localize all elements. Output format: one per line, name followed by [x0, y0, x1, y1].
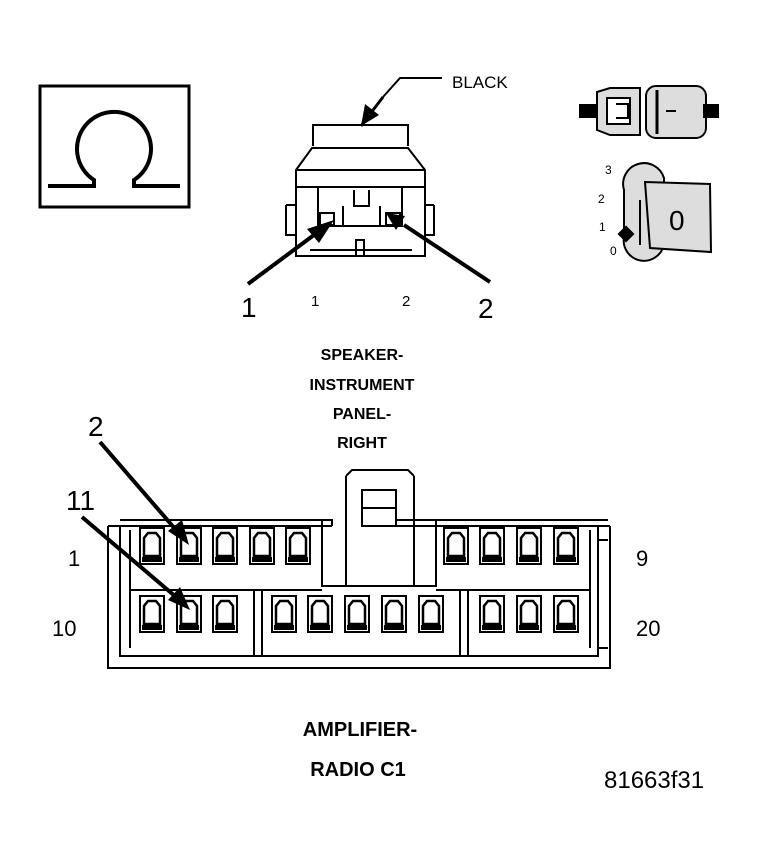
pin-cavity	[443, 527, 469, 565]
pin-cavity	[479, 527, 505, 565]
callout-pin-2: 2	[478, 293, 494, 324]
row-start-label-10: 10	[52, 616, 76, 641]
pin-cavity	[307, 595, 333, 633]
pin-cavity	[479, 595, 505, 633]
row-end-label-9: 9	[636, 546, 648, 571]
speaker-title-line-4: RIGHT	[337, 435, 387, 452]
speaker-pin-callouts	[246, 213, 492, 286]
ignition-position-3: 3	[605, 163, 612, 177]
key-label: 0	[669, 205, 685, 236]
speaker-title-line-3: PANEL-	[333, 406, 391, 423]
connector-side-view-icon	[579, 85, 719, 139]
speaker-title-line-2: INSTRUMENT	[310, 377, 415, 394]
figure-id: 81663f31	[604, 767, 704, 794]
pin-cavity	[516, 595, 542, 633]
amplifier-connector	[107, 469, 611, 669]
amplifier-pin-callouts	[80, 440, 190, 610]
speaker-connector	[285, 124, 435, 257]
amplifier-pin-cavities	[139, 527, 579, 633]
color-label: BLACK	[452, 73, 508, 92]
ignition-switch-icon	[617, 162, 713, 262]
pin-cavity	[516, 527, 542, 565]
cavity-label-1: 1	[311, 293, 319, 310]
row-end-label-20: 20	[636, 616, 660, 641]
pin-cavity	[249, 527, 275, 565]
callout-pin-11-amplifier: 11	[66, 485, 95, 516]
ignition-position-0: 0	[610, 244, 617, 258]
callout-pin-2-amplifier: 2	[88, 411, 104, 442]
pin-cavity	[285, 527, 311, 565]
omega-icon	[48, 109, 180, 188]
ohmmeter-symbol	[38, 84, 191, 209]
row-start-label-1: 1	[68, 546, 80, 571]
callout-pin-1: 1	[241, 292, 257, 323]
pin-cavity	[344, 595, 370, 633]
pin-cavity	[553, 527, 579, 565]
pin-cavity	[139, 595, 165, 633]
pin-cavity	[212, 527, 238, 565]
ignition-position-2: 2	[598, 192, 605, 206]
pin-cavity	[381, 595, 407, 633]
pin-cavity	[212, 595, 238, 633]
ignition-position-1: 1	[599, 220, 606, 234]
pin-cavity	[271, 595, 297, 633]
black-color-callout	[359, 77, 442, 127]
key-position-marker	[617, 225, 635, 243]
pin-cavity	[139, 527, 165, 565]
pin-cavity	[418, 595, 444, 633]
speaker-title-line-1: SPEAKER-	[321, 347, 404, 364]
amplifier-title-line-1: AMPLIFIER-	[303, 719, 417, 741]
amplifier-title-line-2: RADIO C1	[310, 759, 406, 781]
pin-cavity	[553, 595, 579, 633]
cavity-label-2: 2	[402, 293, 410, 310]
